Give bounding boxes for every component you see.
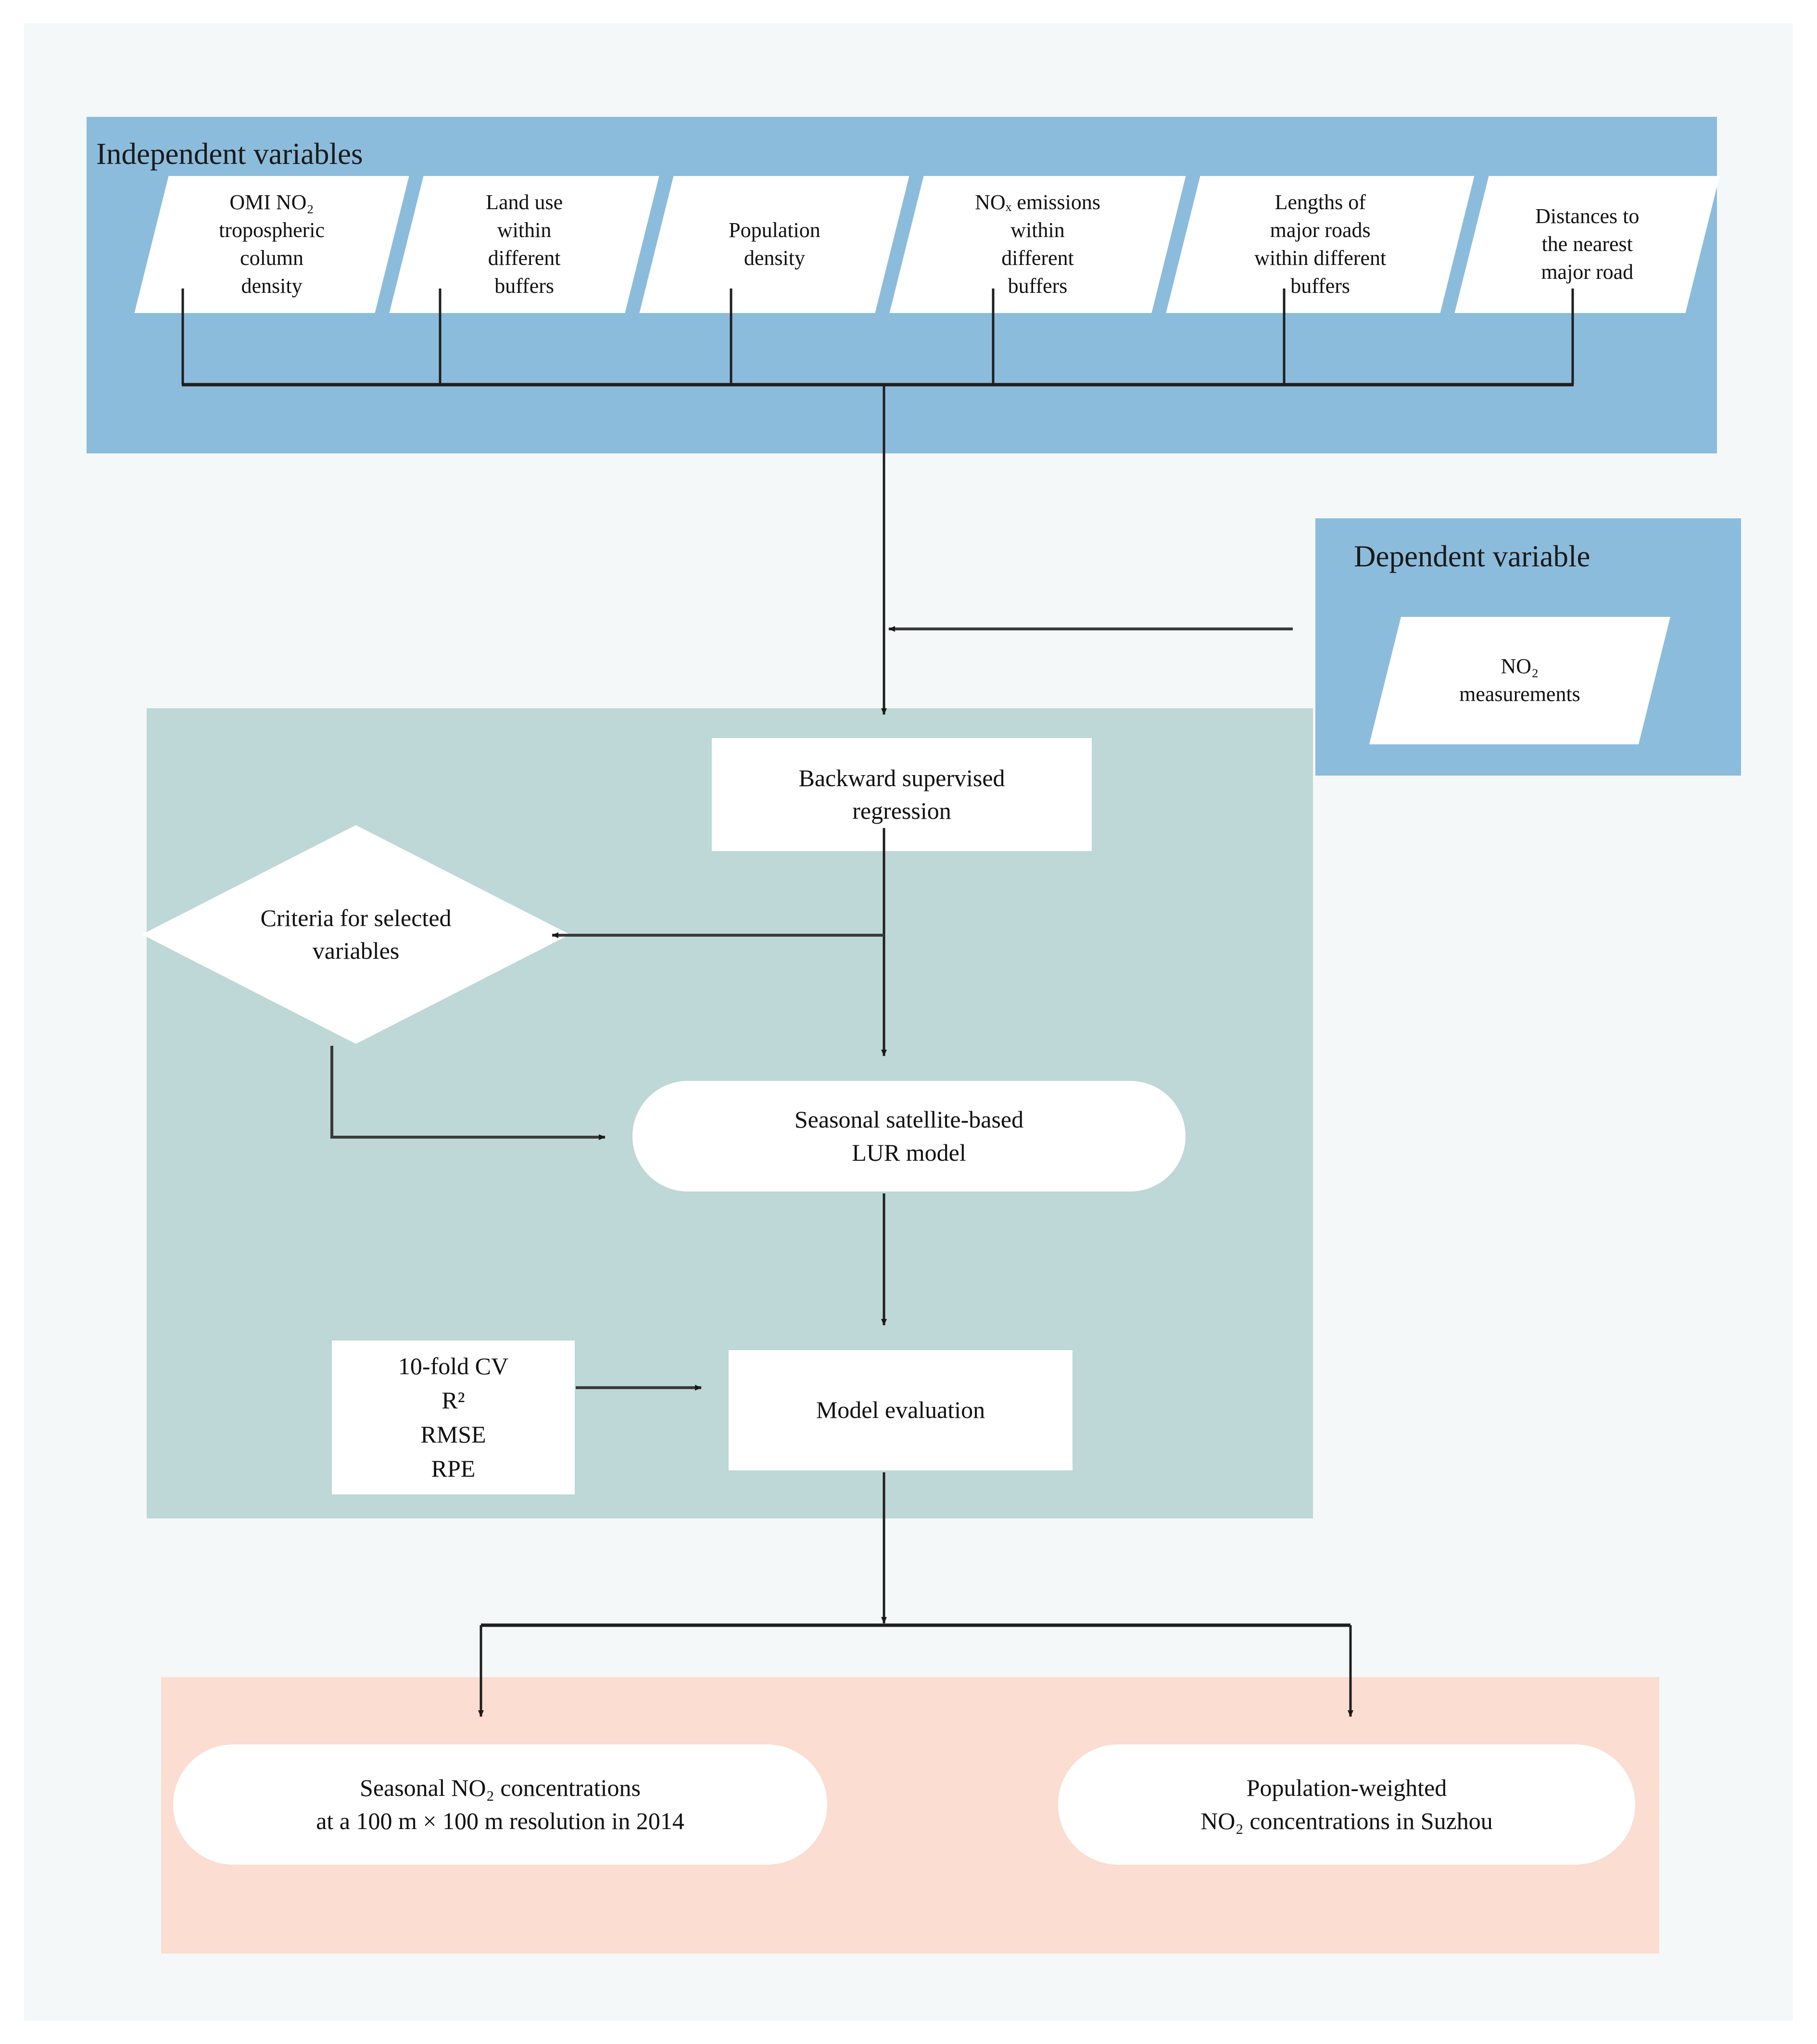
decision-node-label: Criteria for selected variables: [260, 904, 452, 964]
variable-node-omi-no2[interactable]: OMI NO₂ tropospheric column density: [134, 176, 409, 313]
variable-node-label: NOₓ emissions within different buffers: [975, 190, 1100, 298]
process-node-model-evaluation[interactable]: Model evaluation: [729, 1350, 1073, 1470]
output-node-seasonal-concentrations[interactable]: Seasonal NO₂ concentrations at a 100 m ×…: [173, 1744, 827, 1865]
output-node-population-weighted[interactable]: Population-weighted NO₂ concentrations i…: [1058, 1744, 1635, 1865]
output-node-label: Population-weighted NO₂ concentrations i…: [1200, 1774, 1493, 1834]
variable-node-label: Population density: [728, 218, 820, 270]
diagram-canvas: Independent variables Dependent variable…: [24, 23, 1793, 2021]
metrics-node-label: 10-fold CV R² RMSE RPE: [398, 1353, 509, 1482]
variable-node-population-density[interactable]: Population density: [639, 176, 909, 313]
variable-node-land-use[interactable]: Land use within different buffers: [389, 176, 659, 313]
dependent-variable-title: Dependent variable: [1354, 539, 1590, 573]
variable-node-no2-measurements[interactable]: NO₂ measurements: [1369, 617, 1671, 744]
independent-variables-title: Independent variables: [96, 137, 363, 171]
variable-node-road-lengths[interactable]: Lengths of major roads within different …: [1166, 176, 1475, 313]
variable-node-label: NO₂ measurements: [1459, 654, 1580, 706]
process-node-label: Backward supervised regression: [798, 765, 1005, 824]
variable-node-label: Land use within different buffers: [485, 190, 563, 298]
variable-node-nox-emissions[interactable]: NOₓ emissions within different buffers: [889, 176, 1186, 313]
process-node-backward-regression[interactable]: Backward supervised regression: [712, 738, 1092, 851]
process-node-lur-model[interactable]: Seasonal satellite-based LUR model: [632, 1081, 1186, 1191]
metrics-node[interactable]: 10-fold CV R² RMSE RPE: [332, 1341, 575, 1494]
variable-node-label: Distances to the nearest major road: [1535, 204, 1640, 284]
variable-node-label: OMI NO₂ tropospheric column density: [219, 190, 325, 298]
variable-node-label: Lengths of major roads within different …: [1254, 190, 1387, 298]
variable-node-road-distance[interactable]: Distances to the nearest major road: [1454, 176, 1720, 313]
process-node-label: Seasonal satellite-based LUR model: [794, 1106, 1024, 1166]
decision-node-criteria[interactable]: Criteria for selected variables: [142, 825, 570, 1044]
output-node-label: Seasonal NO₂ concentrations at a 100 m ×…: [316, 1774, 684, 1834]
process-node-label: Model evaluation: [816, 1396, 985, 1424]
